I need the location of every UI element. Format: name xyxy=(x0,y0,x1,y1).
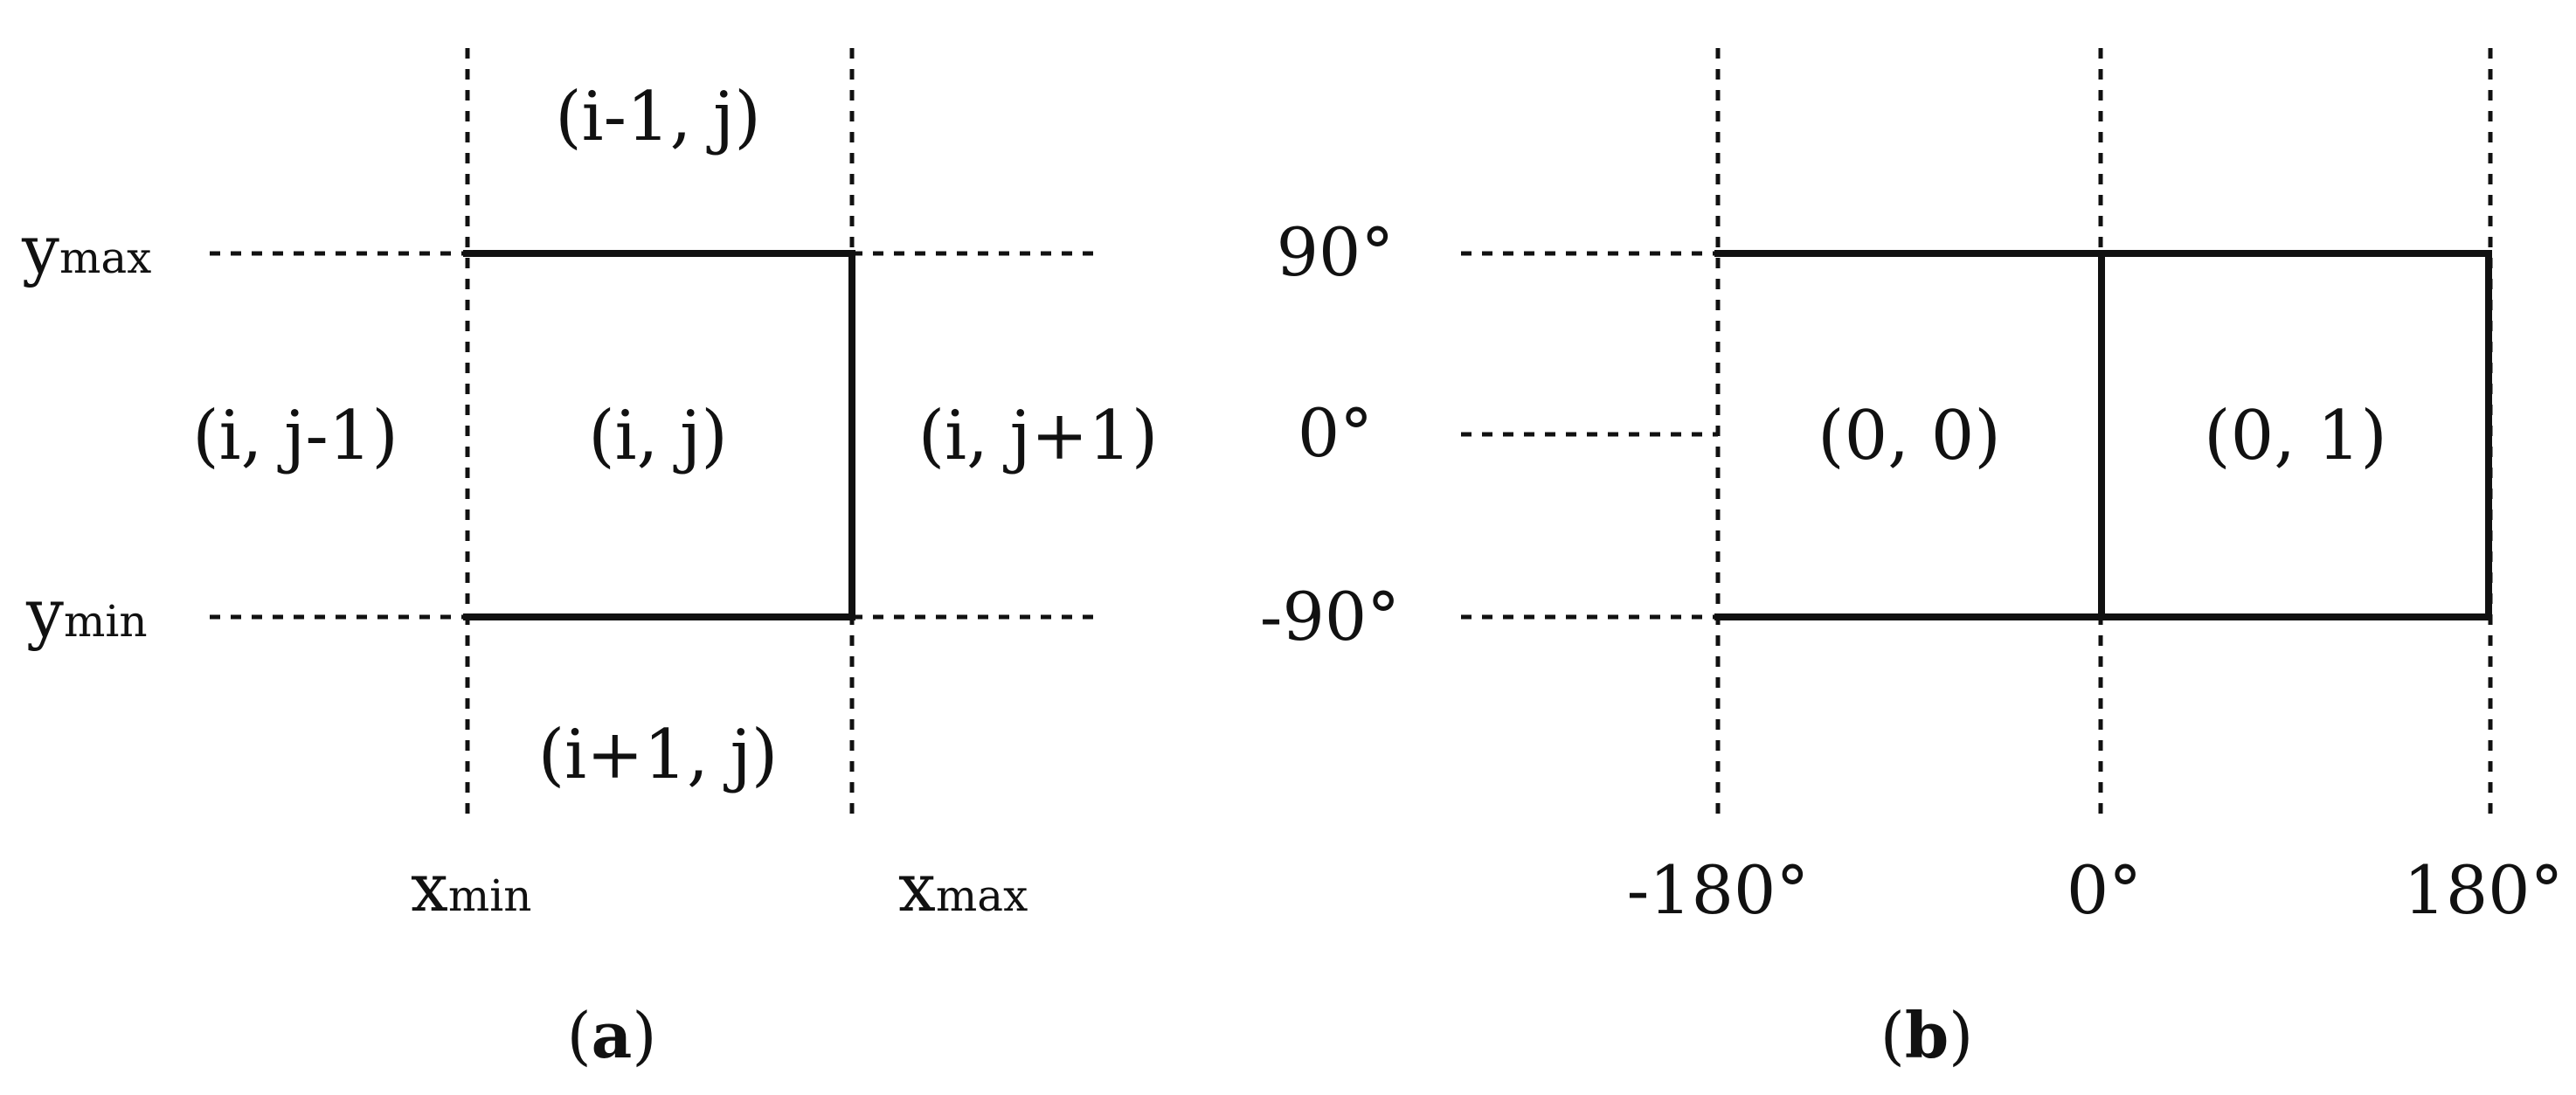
panel-b: (0, 0) (0, 1) 90° 0° -90° -180° 0° 180° … xyxy=(1260,48,2564,1072)
cell-label-right: (i, j+1) xyxy=(918,397,1159,475)
lat-90-label: 90° xyxy=(1277,213,1395,291)
cell-label-center: (i, j) xyxy=(588,397,728,475)
x-min-label: xmin xyxy=(411,849,531,926)
panel-a-caption: (a) xyxy=(567,998,657,1072)
lat-0-label: 0° xyxy=(1298,394,1373,472)
y-max-label: ymax xyxy=(21,211,151,288)
lon-180-label: 180° xyxy=(2403,851,2563,929)
cell-label-0-0: (0, 0) xyxy=(1818,397,2001,475)
cell-label-0-1: (0, 1) xyxy=(2204,397,2387,475)
cell-label-bottom: (i+1, j) xyxy=(538,716,779,794)
lon-0-label: 0° xyxy=(2067,851,2142,929)
center-cell-box xyxy=(463,250,855,620)
lat-minus90-label: -90° xyxy=(1260,578,1400,655)
cell-label-left: (i, j-1) xyxy=(192,397,398,475)
cell-label-top: (i-1, j) xyxy=(555,78,761,156)
lon-minus180-label: -180° xyxy=(1627,851,1810,929)
panel-b-caption: (b) xyxy=(1880,998,1974,1072)
panel-a: (i-1, j) (i, j) (i, j-1) (i, j+1) (i+1, … xyxy=(21,48,1158,1072)
x-max-label: xmax xyxy=(898,849,1028,926)
y-min-label: ymin xyxy=(25,574,148,652)
